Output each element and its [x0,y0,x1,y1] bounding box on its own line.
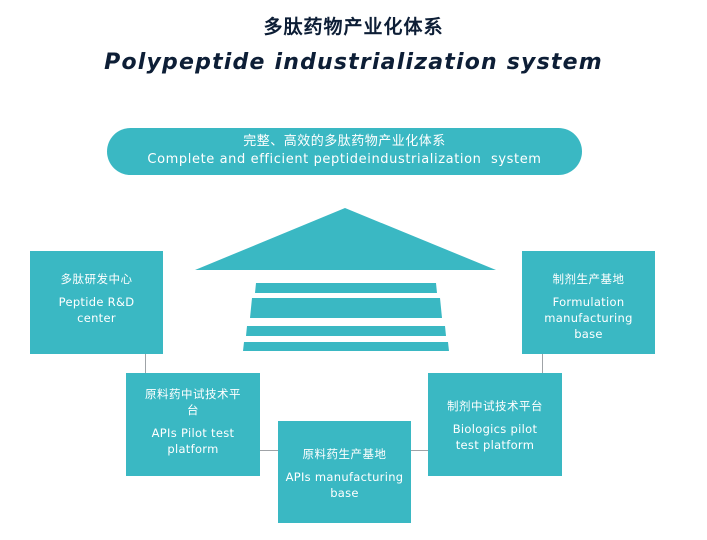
node-label-en: Biologics pilot test platform [452,422,538,452]
node-label-en: APIs manufacturing base [285,470,404,500]
node-peptide-rd-center: 多肽研发中心 Peptide R&D center [30,251,163,354]
up-arrow-icon [195,208,496,351]
node-api-manufacturing-base: 原料药生产基地 APIs manufacturing base [278,421,411,523]
system-banner: 完整、高效的多肽药物产业化体系 Complete and efficient p… [107,128,582,175]
arrow-stripe-3 [246,326,446,336]
node-formulation-base: 制剂生产基地 Formulation manufacturing base [522,251,655,354]
node-label-cn: 原料药生产基地 [302,447,387,461]
connector-rd-api [145,354,146,373]
banner-chinese: 完整、高效的多肽药物产业化体系 [243,134,446,149]
arrow-stripe-1 [255,283,437,293]
node-label-cn: 多肽研发中心 [60,272,133,286]
title-chinese: 多肽药物产业化体系 [263,16,444,38]
node-label-cn: 原料药中试技术平台 [145,387,241,417]
connector-fm-bio [542,354,543,373]
connector-api-base [260,450,278,451]
node-biologics-pilot-platform: 制剂中试技术平台 Biologics pilot test platform [428,373,562,476]
node-label-en: APIs Pilot test platform [151,426,235,456]
banner-english: Complete and efficient peptideindustrial… [147,152,542,167]
arrow-stripe-4 [243,342,449,351]
node-api-pilot-platform: 原料药中试技术平台 APIs Pilot test platform [126,373,260,476]
connector-base-bio [411,450,428,451]
node-label-cn: 制剂生产基地 [552,272,625,286]
node-label-en: Peptide R&D center [58,295,135,325]
node-label-cn: 制剂中试技术平台 [447,399,543,413]
node-label-en: Formulation manufacturing base [544,295,633,341]
title-english: Polypeptide industrialization system [104,50,603,75]
arrow-stripe-2 [250,298,442,318]
arrow-head [195,208,496,270]
